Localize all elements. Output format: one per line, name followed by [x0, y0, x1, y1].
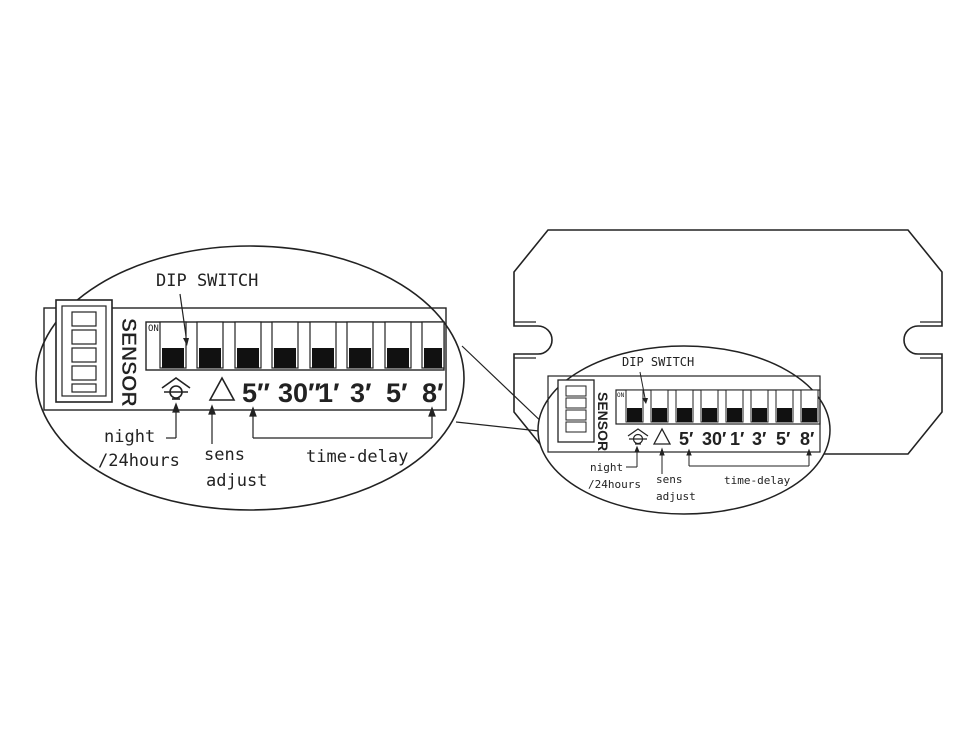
device-label-24hours: /24hours [588, 478, 641, 491]
dip-switch-7 [384, 321, 412, 369]
delay-label: 30″ [278, 378, 321, 408]
device-dip-switch-6 [750, 389, 769, 423]
board-outline [43, 307, 447, 411]
callout-connector-top [461, 345, 549, 429]
device-dip-switch-5 [725, 389, 744, 423]
terminal-connector [55, 299, 113, 403]
device-delay-label: 5′ [776, 429, 790, 449]
device-night-lamp-icon [627, 428, 649, 445]
zoom-delay-labels: 5″ 30″ 1′ 3′ 5′ 8′ [242, 378, 444, 408]
dip-switch-3 [234, 321, 262, 369]
device-dip-switch-3 [675, 389, 694, 423]
device-delay-labels: 5′ 30′ 1′ 3′ 5′ 8′ [679, 429, 814, 449]
device-dip-switch-1 [625, 389, 644, 423]
label-time-delay: time-delay [306, 447, 408, 467]
dip-title-arrow [179, 293, 187, 337]
zoom-leader-lines [166, 402, 436, 444]
label-sens: sens [204, 445, 245, 465]
zoom-callout: SENSOR ON [35, 245, 549, 511]
device-dip-title-arrow [639, 371, 646, 399]
dip-switch-2 [196, 321, 224, 369]
device-dip-switch-7 [775, 389, 794, 423]
device-sensor-label: SENSOR [595, 392, 611, 451]
dip-switch-4 [271, 321, 299, 369]
device-dip-switches [625, 389, 819, 423]
device-on-label: ON [617, 392, 625, 399]
delay-label: 1′ [318, 378, 340, 408]
device-dip-switch-2 [650, 389, 669, 423]
zoom-ellipse [35, 245, 465, 511]
device-delay-label: 5′ [679, 429, 693, 449]
device-dip-switch-title: DIP SWITCH [622, 355, 694, 369]
dip-switch-6 [346, 321, 374, 369]
device-delay-label: 1′ [730, 429, 744, 449]
sensor-label: SENSOR [117, 318, 140, 407]
delay-label: 5″ [242, 378, 270, 408]
device-label-time-delay: time-delay [724, 474, 791, 487]
device-delay-label: 8′ [800, 429, 814, 449]
night-lamp-icon [161, 377, 191, 400]
device-delay-label: 3′ [752, 429, 766, 449]
label-24hours: /24hours [98, 451, 180, 471]
device-delay-label: 30′ [702, 429, 726, 449]
label-adjust: adjust [206, 471, 267, 491]
dip-switch-5 [309, 321, 337, 369]
device-label-night: night [590, 461, 623, 474]
sensitivity-triangle-icon [208, 376, 236, 401]
delay-label: 3′ [350, 378, 372, 408]
dip-switches [159, 321, 445, 369]
device-sensitivity-triangle-icon [652, 427, 672, 445]
device-terminal-connector [557, 379, 595, 443]
device-housing [513, 229, 943, 455]
dip-switch-1 [159, 321, 187, 369]
callout-connector-bottom [455, 421, 549, 433]
device-leader-lines [626, 445, 812, 474]
label-night: night [104, 427, 155, 447]
device-label-sens: sens [656, 473, 683, 486]
device-enclosure: SENSOR ON DIP SWITCH 5′ 30′ [513, 229, 943, 515]
device-label-adjust: adjust [656, 490, 696, 503]
dip-switch-title: DIP SWITCH [156, 271, 258, 291]
device-dip-switch-8 [800, 389, 819, 423]
delay-label: 5′ [386, 378, 408, 408]
delay-label: 8′ [422, 378, 444, 408]
dip-switch-8 [421, 321, 445, 369]
device-dip-title-arrowhead [642, 398, 648, 404]
on-label: ON [148, 324, 159, 334]
dip-title-arrowhead [183, 338, 189, 346]
device-ellipse [537, 345, 831, 515]
device-dip-switch-4 [700, 389, 719, 423]
